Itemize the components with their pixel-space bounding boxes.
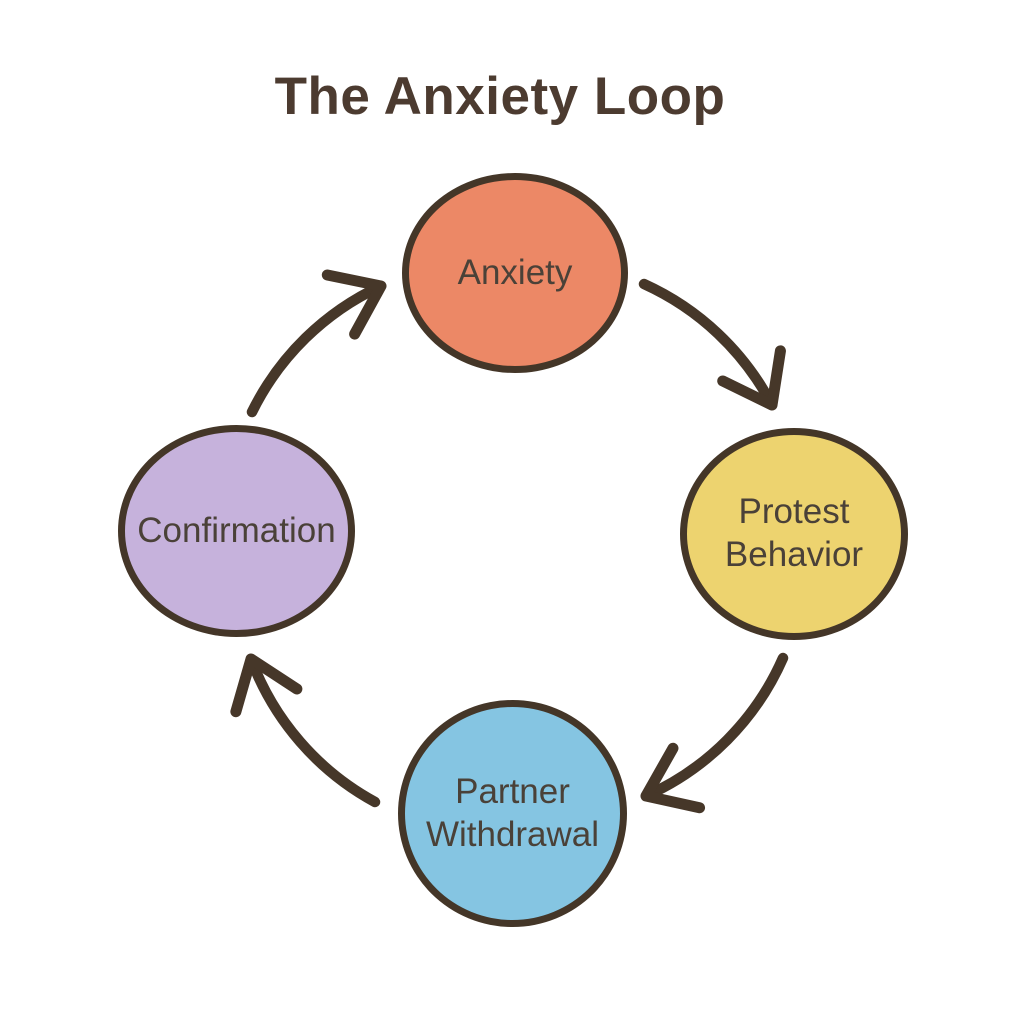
- node-anxiety: Anxiety: [402, 173, 628, 373]
- node-protest-behavior: Protest Behavior: [680, 428, 908, 640]
- node-confirmation: Confirmation: [118, 425, 355, 637]
- arrow-protest-behavior-to-partner-withdrawal: [640, 652, 789, 814]
- node-label: Withdrawal: [425, 814, 600, 854]
- arrow-confirmation-to-anxiety: [246, 269, 387, 418]
- node-label: Behavior: [724, 535, 864, 574]
- arrow-anxiety-to-protest-behavior: [638, 278, 786, 411]
- node-label: Protest: [738, 492, 850, 532]
- arrow-partner-withdrawal-to-confirmation: [230, 653, 381, 808]
- node-label: Partner: [455, 771, 570, 811]
- node-partner-withdrawal: Partner Withdrawal: [398, 700, 627, 927]
- node-label: Confirmation: [137, 510, 336, 550]
- node-label: Anxiety: [457, 252, 573, 292]
- diagram-title: The Anxiety Loop: [274, 67, 726, 126]
